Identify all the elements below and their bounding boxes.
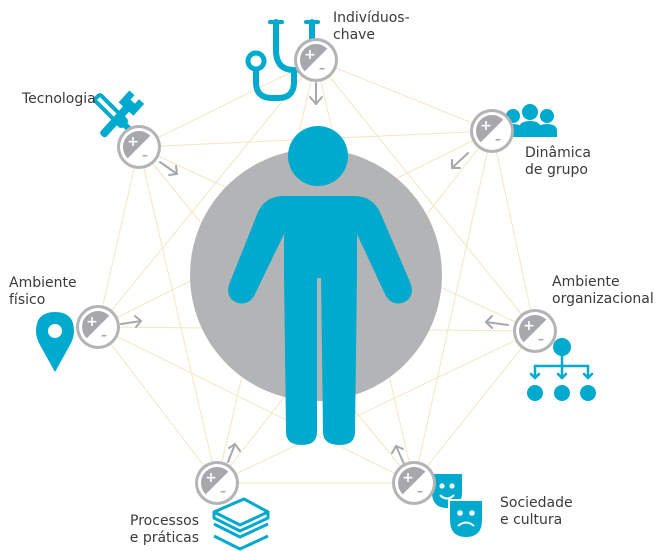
label-fisico-line1: Ambiente [9,275,77,291]
label-dinamica-line2: de grupo [525,162,588,178]
label-fisico: Ambiente físico [9,275,77,309]
person-icon [228,126,412,445]
minus-sign: – [538,332,544,346]
badge-processos: +– [195,461,239,505]
label-individuos-line1: Indivíduos- [333,10,410,26]
label-organizacional-line1: Ambiente [552,274,620,290]
badge-sociedade: +– [392,461,436,505]
layers-icon [212,497,270,551]
label-fisico-line2: físico [9,292,46,308]
connector-line [97,326,218,484]
label-processos-line1: Processos [130,513,199,529]
influence-arrows [120,82,509,465]
connector-line [216,330,536,484]
label-individuos: Indivíduos- chave [333,10,410,44]
label-dinamica-line1: Dinâmica [525,145,591,161]
badge-dinamica: +– [470,109,514,153]
plus-sign: + [86,314,98,330]
label-sociedade-line1: Sociedade [500,495,573,511]
label-organizacional: Ambiente organizacional [552,274,654,308]
minus-sign: – [101,328,107,342]
badge-individuos: +– [294,38,338,82]
label-tecnologia-line1: Tecnologia [22,91,96,107]
arrow-tecnologia [159,161,178,176]
arrow-individuos [309,82,323,105]
influence-badges: +–+–+–+–+–+–+– [76,38,557,505]
label-sociedade-line2: e cultura [500,512,563,528]
arrow-organizacional [485,315,509,329]
label-processos-line2: e práticas [129,530,199,546]
connector-line [413,330,536,484]
connector-line [315,59,493,132]
badge-organizacional: +– [513,309,557,353]
plus-sign: + [205,470,217,486]
arrow-sociedade [391,445,405,465]
plus-sign: + [304,47,316,63]
connector-line [138,59,317,148]
badge-tecnologia: +– [117,125,161,169]
connector-line [97,59,317,328]
plus-sign: + [127,134,139,150]
plus-sign: + [480,118,492,134]
label-organizacional-line2: organizacional [552,291,654,307]
label-individuos-line2: chave [333,27,376,43]
connector-line [97,326,415,484]
org-chart-icon [527,338,596,401]
minus-sign: – [417,484,423,498]
minus-sign: – [319,61,325,75]
label-processos: Processos e práticas [111,513,199,547]
minus-sign: – [220,484,226,498]
plus-sign: + [523,318,535,334]
arrow-fisico [120,315,142,328]
plus-sign: + [402,470,414,486]
connector-line [97,146,140,328]
arrow-processos [227,443,241,463]
connector-line [491,130,536,332]
connector-line [315,59,536,332]
connector-line [413,130,493,484]
label-dinamica: Dinâmica de grupo [525,145,591,179]
label-tecnologia: Tecnologia [22,91,96,108]
minus-sign: – [142,148,148,162]
badge-fisico: +– [76,305,120,349]
arrow-dinamica [451,152,469,169]
label-sociedade: Sociedade e cultura [500,495,573,529]
theater-masks-icon [432,474,484,540]
minus-sign: – [495,132,501,146]
connector-line [138,146,218,484]
map-pin-icon [36,312,74,372]
